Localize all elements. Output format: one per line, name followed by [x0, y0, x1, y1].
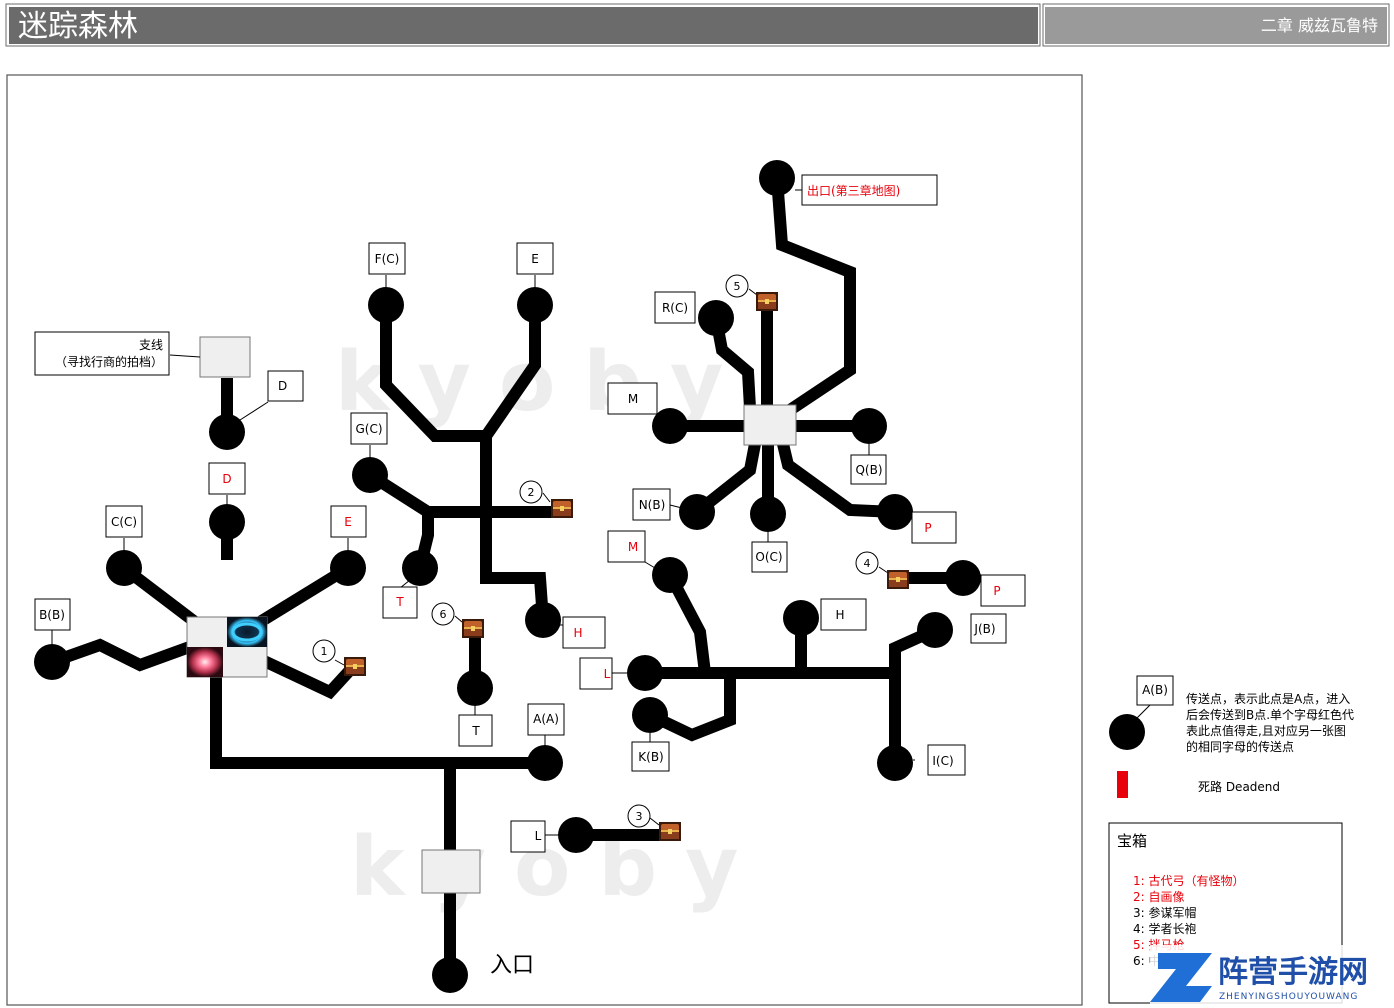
- label-m: M: [628, 392, 638, 406]
- chest-number-2: 2: [528, 486, 535, 499]
- page-title: 迷踪森林: [18, 9, 138, 44]
- chests-on-map: 1 2 3 4 5 6: [312, 274, 909, 841]
- legend-desc-1: 传送点，表示此点是A点，进入: [1186, 691, 1350, 706]
- chest-list-title: 宝箱: [1117, 832, 1147, 850]
- legend-teleport-node: [1109, 714, 1145, 750]
- label-boxes: F(C) E D G(C) D C(C) E B(B) T H A(A) T L…: [34, 174, 1026, 853]
- exit-label: 出口(第三章地图): [807, 183, 900, 198]
- chest-item-2: 2: 自画像: [1133, 890, 1185, 904]
- label-oc: O(C): [755, 550, 782, 564]
- chest-number-5: 5: [734, 280, 741, 293]
- chest-number-6: 6: [440, 608, 447, 621]
- label-h: H: [835, 608, 844, 622]
- label-bb: B(B): [39, 608, 65, 622]
- legend: A(B) 传送点，表示此点是A点，进入 后会传送到B点.单个字母红色代 表此点值…: [1109, 675, 1354, 798]
- blue-portal-ring: [231, 622, 263, 642]
- label-m-red: M: [628, 540, 638, 554]
- label-e-red: E: [344, 515, 352, 529]
- chest-item-3: 3: 参谋军帽: [1133, 905, 1197, 920]
- brand-name: 阵营手游网: [1218, 955, 1368, 990]
- brand-logo-icon: [1150, 953, 1212, 1002]
- watermark-top: kyoby: [335, 335, 751, 430]
- label-p-red-1: P: [924, 521, 931, 535]
- label-l-red: L: [604, 667, 611, 681]
- label-aa: A(A): [533, 712, 559, 726]
- chest-icon-1[interactable]: [344, 657, 366, 676]
- label-jb: J(B): [973, 622, 995, 636]
- label-t-red: T: [395, 595, 404, 609]
- legend-desc-2: 后会传送到B点.单个字母红色代: [1186, 707, 1354, 722]
- deadend-marker: [1117, 771, 1128, 798]
- header: 迷踪森林 二章 威兹瓦鲁特: [5, 3, 1390, 47]
- label-d-red: D: [222, 472, 231, 486]
- chest-number-4: 4: [864, 557, 871, 570]
- label-ic: I(C): [932, 754, 953, 768]
- chest-number-3: 3: [636, 810, 643, 823]
- chest-item-1: 1: 古代弓（有怪物）: [1133, 873, 1245, 888]
- label-e-top: E: [531, 252, 539, 266]
- chest-icon-3[interactable]: [659, 822, 681, 841]
- label-h-red: H: [573, 626, 582, 640]
- chapter-label: 二章 威兹瓦鲁特: [1261, 16, 1378, 35]
- chest-icon-5[interactable]: [756, 292, 778, 311]
- label-rc: R(C): [662, 301, 688, 315]
- brand-sub: ZHENYINGSHOUYOUWANG: [1219, 992, 1358, 1002]
- chest-item-4: 4: 学者长袍: [1133, 921, 1197, 936]
- nodes: [34, 160, 981, 993]
- chest-icon-6[interactable]: [462, 619, 484, 638]
- branch-label-2: （寻找行商的拍档）: [55, 354, 163, 369]
- brand-watermark: 阵营手游网 ZHENYINGSHOUYOUWANG: [1150, 945, 1394, 1008]
- legend-desc-4: 的相同字母的传送点: [1186, 739, 1294, 754]
- branch-label-1: 支线: [139, 338, 163, 352]
- label-t: T: [471, 724, 480, 738]
- legend-teleport-label: A(B): [1142, 683, 1168, 697]
- legend-desc-3: 表此点值得走,且对应另一张图: [1186, 723, 1346, 738]
- label-d-left: D: [278, 379, 287, 393]
- label-p-red-2: P: [993, 584, 1000, 598]
- label-fc: F(C): [375, 252, 400, 266]
- label-cc: C(C): [111, 515, 137, 529]
- chest-icon-4[interactable]: [887, 570, 909, 589]
- chest-number-1: 1: [321, 645, 328, 658]
- label-qb: Q(B): [855, 463, 882, 477]
- chest-icon-2[interactable]: [551, 499, 573, 518]
- pink-portal-icon: [187, 647, 223, 677]
- label-gc: G(C): [355, 422, 382, 436]
- label-nb: N(B): [639, 498, 666, 512]
- entrance-label: 入口: [490, 953, 534, 978]
- label-l-low: L: [535, 829, 542, 843]
- legend-deadend: 死路 Deadend: [1198, 779, 1280, 794]
- label-kb: K(B): [638, 750, 663, 764]
